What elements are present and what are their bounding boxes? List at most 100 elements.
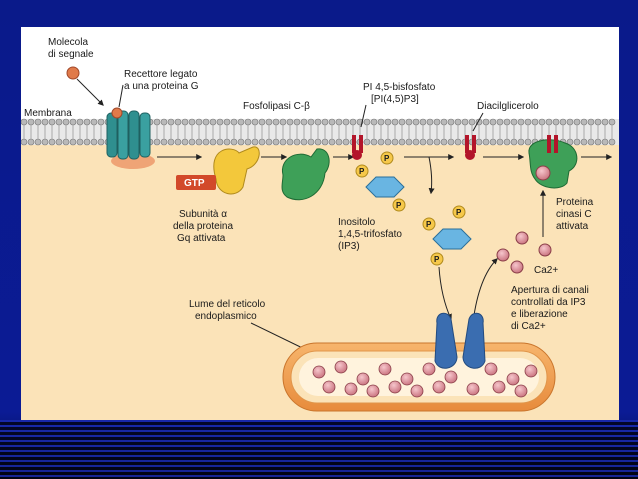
lipid-head (398, 118, 406, 126)
lipid-head (601, 118, 609, 126)
lipid-head (181, 118, 189, 126)
lipid-head (580, 118, 588, 126)
lipid-head (174, 138, 182, 146)
lipid-head (489, 138, 497, 146)
channel-label-2: controllati da IP3 (511, 297, 586, 308)
er-calcium-ion (334, 360, 348, 374)
lipid-head (272, 118, 280, 126)
lipid-head (62, 138, 70, 146)
phosphate-1: P (359, 167, 365, 176)
lipid-head (517, 138, 525, 146)
er-calcium-ion (388, 380, 402, 394)
gtp-label: GTP (184, 178, 205, 189)
pip2-pointer (360, 104, 367, 128)
lipid-head (34, 118, 42, 126)
lipid-head (342, 118, 350, 126)
lipid-head (188, 118, 196, 126)
lipid-head (314, 138, 322, 146)
lipid-head (433, 138, 441, 146)
lipid-head (335, 138, 343, 146)
lipid-head (237, 138, 245, 146)
dag-label: Diacilglicerolo (477, 101, 539, 112)
lipid-head (209, 138, 217, 146)
lipid-head (405, 138, 413, 146)
er-calcium-ion (410, 384, 424, 398)
lipid-head (447, 138, 455, 146)
lipid-head (419, 118, 427, 126)
alpha-label-2: della proteina (173, 221, 233, 232)
g-alpha-subunit (213, 146, 260, 195)
lipid-head (55, 138, 63, 146)
protein-kinase-c (528, 135, 578, 189)
lipid-head (279, 138, 287, 146)
lipid-head (461, 118, 469, 126)
lipid-head (524, 138, 532, 146)
lipid-head (55, 118, 63, 126)
lipid-head (328, 138, 336, 146)
phospholipase-c (281, 148, 330, 201)
lipid-head (496, 118, 504, 126)
lipid-head (244, 138, 252, 146)
lipid-head (195, 118, 203, 126)
signal-molecule-label-2: di segnale (48, 49, 94, 60)
lipid-head (503, 138, 511, 146)
lipid-head (41, 118, 49, 126)
lipid-head (510, 118, 518, 126)
lipid-head (440, 118, 448, 126)
lipid-head (153, 138, 161, 146)
lipid-head (363, 138, 371, 146)
lipid-head (202, 118, 210, 126)
endoplasmic-reticulum (282, 342, 556, 412)
ip3-ring-membrane: P P P (355, 151, 406, 212)
lipid-head (594, 138, 602, 146)
lipid-head (503, 118, 511, 126)
signal-arrow (76, 78, 104, 106)
alpha-label-1: Subunità α (179, 209, 227, 220)
lipid-head (307, 118, 315, 126)
lipid-head (300, 138, 308, 146)
lipid-head (286, 138, 294, 146)
lipid-head (48, 118, 56, 126)
lipid-head (321, 118, 329, 126)
lipid-head (608, 118, 616, 126)
lipid-head (524, 118, 532, 126)
lipid-head (293, 118, 301, 126)
lipid-head (230, 138, 238, 146)
lipid-head (69, 118, 77, 126)
lipid-head (251, 118, 259, 126)
lipid-head (608, 138, 616, 146)
lipid-head (510, 138, 518, 146)
lipid-head (167, 118, 175, 126)
channel-label-3: e liberazione (511, 309, 568, 320)
lipid-head (321, 138, 329, 146)
er-calcium-ion (400, 372, 414, 386)
lipid-head (391, 118, 399, 126)
er-calcium-ion (466, 382, 480, 396)
lipid-head (251, 138, 259, 146)
lipid-head (594, 118, 602, 126)
lipid-head (209, 118, 217, 126)
er-calcium-ion (322, 380, 336, 394)
dag-lipid (465, 135, 476, 160)
lipid-head (412, 118, 420, 126)
gtp-badge (176, 175, 216, 190)
lipid-head (475, 138, 483, 146)
lipid-head (517, 118, 525, 126)
lipid-head (447, 118, 455, 126)
receptor (106, 107, 155, 169)
calcium-label: Ca2+ (534, 265, 558, 276)
er-calcium-ion (492, 380, 506, 394)
lipid-head (580, 138, 588, 146)
er-calcium-ion (484, 362, 498, 376)
lipid-head (223, 118, 231, 126)
er-calcium-ion (312, 365, 326, 379)
phosphate-6: P (434, 255, 440, 264)
phosphate-5: P (456, 208, 462, 217)
lipid-head (167, 138, 175, 146)
arrow-to-ip3 (428, 156, 435, 195)
lipid-head (377, 138, 385, 146)
lipid-head (454, 118, 462, 126)
lipid-head (496, 138, 504, 146)
lipid-head (41, 138, 49, 146)
